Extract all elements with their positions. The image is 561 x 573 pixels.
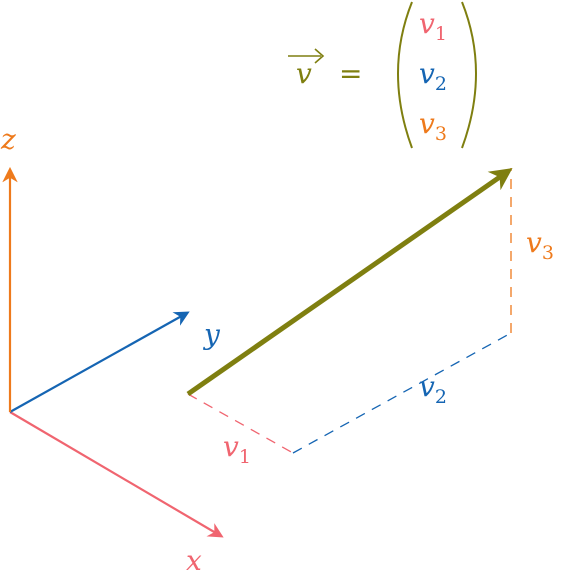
x-axis-label: x (186, 544, 202, 573)
z-axis-label: z (0, 123, 16, 156)
vector-overarrow-head (314, 48, 325, 64)
v2-dashed-line (292, 332, 512, 454)
vector-equation: v = v1 v2 v3 (288, 1, 477, 149)
vector-v-arrow (186, 168, 513, 397)
matrix-entry-v2: v2 (419, 57, 447, 95)
x-axis (9, 411, 224, 538)
v3-label: v3 (526, 226, 554, 264)
y-axis (9, 311, 190, 413)
v1-dashed-line (187, 393, 294, 454)
vector-v-symbol: v (296, 57, 312, 90)
v2-label: v2 (419, 370, 447, 408)
v1-label: v1 (223, 430, 251, 468)
matrix-right-paren (461, 1, 477, 149)
matrix-entry-v3: v3 (419, 107, 447, 145)
equals-sign: = (339, 57, 362, 90)
y-axis-label: y (202, 318, 221, 351)
matrix-entry-v1: v1 (419, 7, 447, 45)
matrix-left-paren (397, 1, 413, 149)
